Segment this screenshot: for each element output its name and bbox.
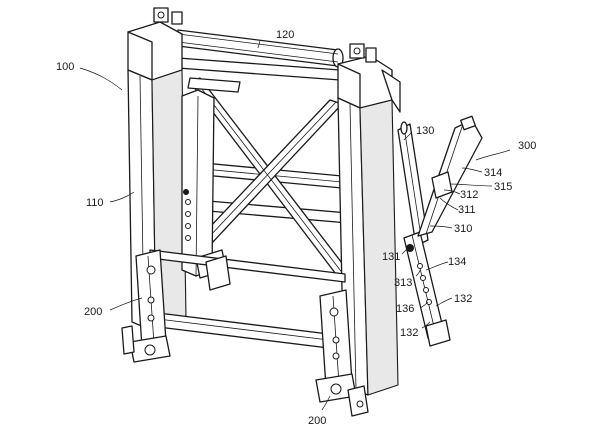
lower-clamp-left bbox=[121, 249, 171, 363]
side-arm-130 bbox=[397, 121, 429, 247]
rear-centre-leg bbox=[205, 255, 231, 291]
label-200-right: 200 bbox=[308, 415, 326, 427]
label-120: 120 bbox=[276, 29, 294, 41]
support-leg-310 bbox=[403, 231, 451, 347]
label-110: 110 bbox=[86, 197, 104, 209]
right-vertical-post bbox=[337, 43, 401, 396]
label-100: 100 bbox=[56, 61, 74, 73]
label-300: 300 bbox=[518, 140, 536, 152]
label-311: 311 bbox=[458, 204, 476, 216]
label-310: 310 bbox=[454, 223, 472, 235]
label-132-lower: 132 bbox=[400, 327, 418, 339]
lower-clamp-right bbox=[315, 289, 369, 417]
label-132-upper: 132 bbox=[454, 293, 472, 305]
label-134: 134 bbox=[448, 256, 466, 268]
label-313: 313 bbox=[394, 277, 412, 289]
label-315: 315 bbox=[494, 181, 512, 193]
label-130: 130 bbox=[416, 125, 434, 137]
label-136: 136 bbox=[396, 303, 414, 315]
label-200-left: 200 bbox=[84, 306, 102, 318]
label-312: 312 bbox=[460, 189, 478, 201]
label-131: 131 bbox=[382, 251, 400, 263]
label-314: 314 bbox=[484, 167, 502, 179]
label-group: 100 110 120 130 300 314 315 312 311 310 … bbox=[56, 29, 536, 427]
tilting-arm-300 bbox=[417, 115, 483, 237]
